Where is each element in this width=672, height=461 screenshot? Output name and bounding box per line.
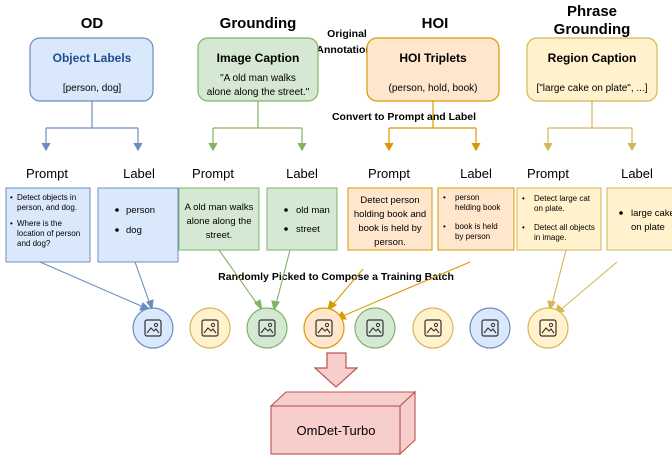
gr-label-item1: old man — [296, 205, 330, 216]
batch-image-phrase-2 — [412, 307, 454, 349]
hoi-label-b2l1: book is held — [455, 222, 498, 231]
batch-image-grounding-2 — [354, 307, 396, 349]
od-prompt-b2l3: and dog? — [17, 239, 51, 248]
od-prompt-box: • Detect objects in person, and dog. • W… — [5, 187, 91, 263]
pg-label-label: Label — [621, 166, 653, 181]
pg-prompt-box: • Detect large cat on plate. • Detect al… — [516, 187, 602, 251]
od-prompt-b2l1: Where is the — [17, 219, 62, 228]
od-label-box: person dog — [97, 187, 179, 263]
pg-prompt-label: Prompt — [527, 166, 569, 181]
pg-prompt-b2l2: in image. — [534, 233, 566, 242]
pg-prompt-b1l1: Detect large cat — [534, 194, 591, 203]
hoi-box-text: (person, hold, book) — [389, 83, 478, 94]
batch-label: Randomly Picked to Compose a Training Ba… — [218, 271, 454, 283]
svg-text:•: • — [443, 193, 446, 202]
hoi-prompt-box: Detect person holding book and book is h… — [347, 187, 433, 251]
od-label-label: Label — [123, 166, 155, 181]
svg-text:•: • — [10, 219, 13, 228]
original-annotations-line1: Original — [327, 28, 367, 40]
od-connector — [41, 101, 143, 152]
hoi-annotation-box: HOI Triplets (person, hold, book) — [366, 37, 500, 102]
gr-prompt-box: A old man walks alone along the street. — [178, 187, 260, 251]
gr-label-item2: street — [296, 224, 320, 235]
header-grounding: Grounding — [220, 15, 297, 32]
header-phrase-line1: Phrase — [567, 3, 617, 20]
svg-text:•: • — [522, 194, 525, 203]
header-od: OD — [81, 15, 104, 32]
hoi-prompt-l4: person. — [374, 237, 406, 248]
batch-image-grounding-1 — [246, 307, 288, 349]
hoi-connector — [384, 101, 481, 152]
phrase-box-text: ["large cake on plate", ...] — [536, 83, 647, 94]
hoi-label-label: Label — [460, 166, 492, 181]
phrase-connector — [543, 101, 637, 152]
pg-label-l1: large cake — [631, 208, 672, 219]
svg-text:•: • — [443, 222, 446, 231]
od-annotation-box: Object Labels [person, dog] — [29, 37, 154, 102]
hoi-prompt-label: Prompt — [368, 166, 410, 181]
batch-image-phrase-3 — [527, 307, 569, 349]
hoi-prompt-l1: Detect person — [360, 195, 419, 206]
hoi-label-b1l2: helding book — [455, 203, 501, 212]
convert-label: Convert to Prompt and Label — [332, 111, 476, 123]
original-annotations-line2: Annotations — [316, 44, 377, 56]
od-box-text: [person, dog] — [63, 83, 122, 94]
grounding-annotation-box: Image Caption "A old man walks alone alo… — [197, 37, 319, 102]
grounding-box-title: Image Caption — [217, 51, 300, 65]
gr-prompt-l1: A old man walks — [185, 202, 254, 213]
grounding-box-line1: "A old man walks — [220, 73, 296, 84]
pg-label-box: large cake on plate — [606, 187, 672, 251]
pg-label-l2: on plate — [631, 222, 665, 233]
down-arrow-icon — [313, 352, 359, 388]
header-hoi: HOI — [422, 15, 449, 32]
od-prompt-b2l2: location of person — [17, 229, 80, 238]
svg-text:•: • — [10, 193, 13, 202]
hoi-label-box: • person helding book • book is held by … — [437, 187, 515, 251]
od-box-title: Object Labels — [53, 51, 132, 65]
gr-label-box: old man street — [266, 187, 338, 251]
hoi-label-b1l1: person — [455, 193, 479, 202]
model-box: OmDet-Turbo — [269, 390, 417, 456]
gr-label-label: Label — [286, 166, 318, 181]
batch-image-od-2 — [469, 307, 511, 349]
phrase-annotation-box: Region Caption ["large cake on plate", .… — [526, 37, 658, 102]
od-prompt-b1l2: person, and dog. — [17, 203, 77, 212]
hoi-label-b2l2: by person — [455, 232, 490, 241]
batch-image-phrase-1 — [189, 307, 231, 349]
od-prompt-b1l1: Detect objects in — [17, 193, 76, 202]
gr-prompt-label: Prompt — [192, 166, 234, 181]
od-prompt-label: Prompt — [26, 166, 68, 181]
pg-prompt-b1l2: on plate. — [534, 204, 565, 213]
batch-image-od — [132, 307, 174, 349]
od-label-item2: dog — [126, 225, 142, 236]
model-name: OmDet-Turbo — [297, 423, 376, 438]
grounding-box-line2: alone along the street." — [207, 87, 310, 98]
gr-prompt-l2: alone along the — [187, 216, 252, 227]
batch-image-hoi — [303, 307, 345, 349]
hoi-prompt-l2: holding book and — [354, 209, 426, 220]
hoi-box-title: HOI Triplets — [399, 51, 467, 65]
phrase-box-title: Region Caption — [548, 51, 637, 65]
header-phrase-line2: Grounding — [554, 21, 631, 38]
svg-text:•: • — [522, 223, 525, 232]
grounding-connector — [208, 101, 307, 152]
hoi-prompt-l3: book is held by — [358, 223, 422, 234]
pg-prompt-b2l1: Detect all objects — [534, 223, 595, 232]
od-label-item1: person — [126, 205, 155, 216]
gr-prompt-l3: street. — [206, 230, 232, 241]
